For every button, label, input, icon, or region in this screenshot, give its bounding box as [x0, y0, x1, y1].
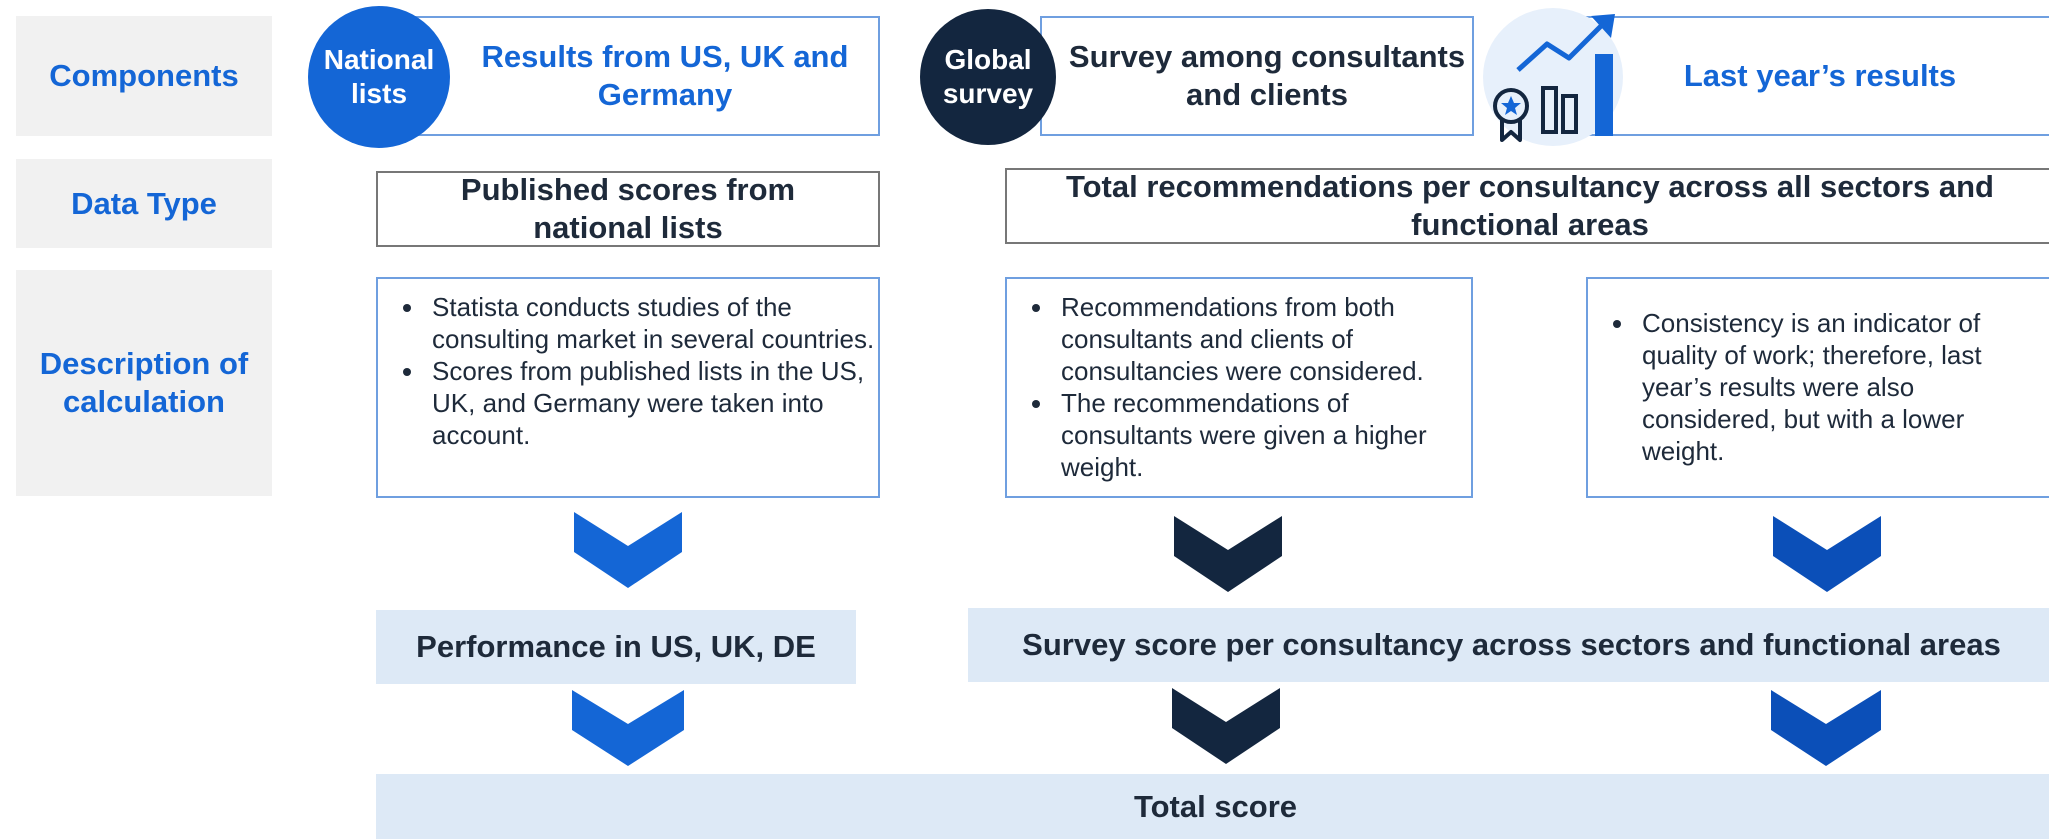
description-global-bullet-1: Recommendations from both consultants an…	[1055, 291, 1471, 387]
arrow-down-icon	[574, 512, 682, 588]
last-year-icon-circle	[1483, 8, 1623, 146]
last-year-component-title: Last year’s results	[1683, 58, 1957, 93]
description-global-bullet-2: The recommendations of consultants were …	[1055, 387, 1471, 483]
national-lists-circle: National lists	[308, 6, 450, 148]
data-type-national-box: Published scores from national lists	[376, 171, 880, 247]
description-national-box: Statista conducts studies of the consult…	[376, 277, 880, 498]
medal-icon	[1493, 88, 1529, 142]
row-label-description: Description of calculation	[16, 270, 272, 496]
global-component-box: Survey among consultants and clients	[1040, 16, 1474, 136]
result-survey-band: Survey score per consultancy across sect…	[968, 608, 2049, 682]
bar-chart-icon	[1541, 86, 1578, 134]
description-national-bullet-2: Scores from published lists in the US, U…	[426, 355, 878, 451]
description-national-bullet-1: Statista conducts studies of the consult…	[426, 291, 878, 355]
global-component-title: Survey among consultants and clients	[1068, 39, 1466, 112]
arrow-down-icon	[1773, 516, 1881, 592]
arrow-down-icon	[1172, 688, 1280, 764]
arrow-down-icon	[1771, 690, 1881, 766]
national-component-box: Results from US, UK and Germany	[410, 16, 880, 136]
national-component-title: Results from US, UK and Germany	[481, 39, 849, 112]
row-label-data-type: Data Type	[16, 159, 272, 248]
description-global-box: Recommendations from both consultants an…	[1005, 277, 1473, 498]
arrow-down-icon	[1174, 516, 1282, 592]
data-type-survey-box: Total recommendations per consultancy ac…	[1005, 168, 2049, 244]
description-last-year-bullet-1: Consistency is an indicator of quality o…	[1636, 307, 2045, 467]
global-survey-circle: Global survey	[920, 9, 1056, 145]
result-national-band: Performance in US, UK, DE	[376, 610, 856, 684]
last-year-component-box: Last year’s results	[1585, 16, 2049, 136]
trend-arrow-icon	[1516, 14, 1615, 136]
description-last-year-box: Consistency is an indicator of quality o…	[1586, 277, 2049, 498]
total-score-band: Total score	[376, 774, 2049, 839]
row-label-components: Components	[16, 16, 272, 136]
arrow-down-icon	[572, 690, 684, 766]
